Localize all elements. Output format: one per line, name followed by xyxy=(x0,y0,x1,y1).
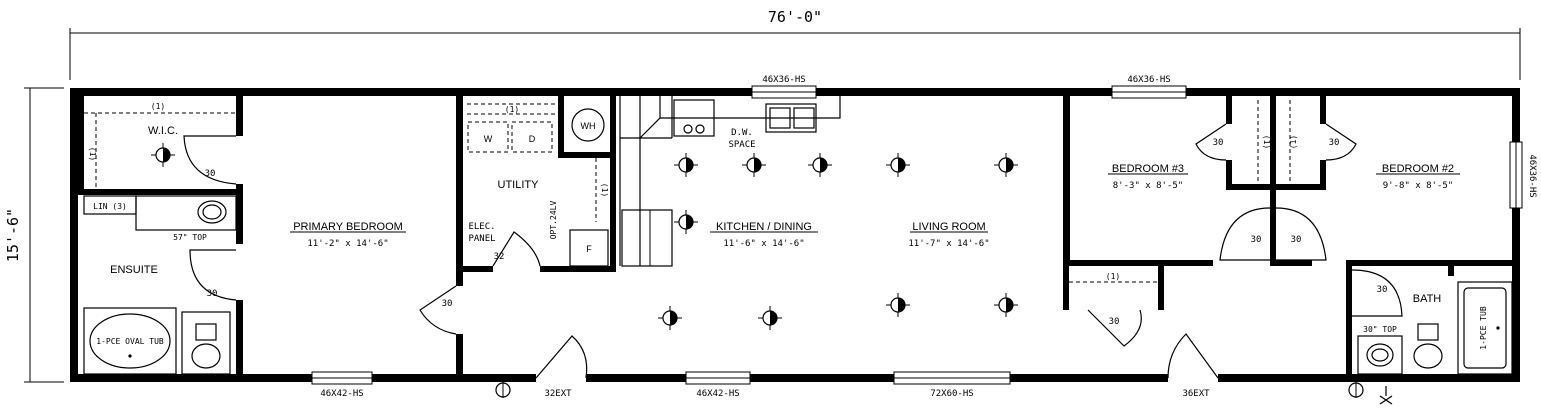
bedroom-3: BEDROOM #3 8'-3" x 8'-5" (1) 30 30 xyxy=(1108,100,1271,261)
window-label: 72X60-HS xyxy=(930,389,973,399)
door-label: 30 xyxy=(442,299,453,309)
elec-panel-label: ELEC. xyxy=(468,222,495,232)
shelf-label: (1) xyxy=(600,183,609,197)
door-swing-wic xyxy=(183,135,237,185)
ceiling-light-icon xyxy=(674,210,698,234)
kitchen-counters: D.W. SPACE xyxy=(619,96,841,267)
door-swing-bed3 xyxy=(1219,207,1271,261)
shelf-label: (1) xyxy=(151,102,165,111)
bath-tub-label: 1-PCE TUB xyxy=(1479,306,1488,350)
ceiling-light-icon xyxy=(758,306,782,330)
door-swing-bed2-closet xyxy=(1325,123,1357,161)
door-swing-primary xyxy=(419,285,457,335)
ceiling-light-icon xyxy=(886,293,910,317)
room-label-utility: UTILITY xyxy=(498,179,540,191)
door-label: 30 xyxy=(1213,138,1224,148)
door-swing-closet xyxy=(1087,309,1142,347)
door-label: 30 xyxy=(1291,235,1302,245)
length-label: 76'-0" xyxy=(768,8,822,26)
room-label-primary: PRIMARY BEDROOM xyxy=(293,221,403,233)
room-label-bath: BATH xyxy=(1413,293,1442,305)
bath: 30 BATH 1-PCE TUB 30" TOP xyxy=(1351,269,1513,375)
kitchen-dining: KITCHEN / DINING 11'-6" x 14'-6" xyxy=(710,221,818,249)
room-label-bedroom3: BEDROOM #3 xyxy=(1112,163,1184,175)
room-label-ensuite: ENSUITE xyxy=(110,264,158,276)
door-label: 30 xyxy=(1251,235,1262,245)
door-label: 30 xyxy=(1377,285,1388,295)
ceiling-light-icon xyxy=(674,153,698,177)
tub-label: 1-PCE OVAL TUB xyxy=(96,337,164,346)
hall-closet: (1) 30 xyxy=(1069,272,1158,347)
shelf-label: (1) xyxy=(1106,272,1120,281)
ceiling-light-icon xyxy=(994,153,1018,177)
shelf-label: (1) xyxy=(1289,135,1298,149)
furnace-label: F xyxy=(586,244,592,254)
sink-label: OPT.24LV xyxy=(549,201,558,240)
shelf-label: (1) xyxy=(505,105,519,114)
bath-vanity-label: 30" TOP xyxy=(1363,325,1397,334)
width-label: 15'-6" xyxy=(4,208,22,262)
bedroom-2: BEDROOM #2 9'-8" x 8'-5" (1) 30 30 xyxy=(1275,100,1460,261)
window-label: 46X36-HS xyxy=(762,75,805,85)
wic: (1) (1) W.I.C. 30 xyxy=(84,102,237,189)
door-swing-bath xyxy=(1351,269,1403,317)
door-label: 30 xyxy=(205,169,216,179)
door-label: 30 xyxy=(207,289,218,299)
primary-bedroom: PRIMARY BEDROOM 11'-2" x 14'-6" 30 xyxy=(290,221,457,335)
room-size-bedroom3: 8'-3" x 8'-5" xyxy=(1113,181,1183,191)
ceiling-light-icon xyxy=(742,153,766,177)
door-swing-utility xyxy=(492,231,541,267)
living-room: LIVING ROOM 11'-7" x 14'-6" xyxy=(908,221,989,249)
door-label: 32 xyxy=(494,252,505,262)
linen-label: LIN (3) xyxy=(93,202,127,211)
door-swing-bed2 xyxy=(1275,207,1327,261)
door-label: 30 xyxy=(1109,317,1120,327)
ceiling-lights xyxy=(151,143,1018,330)
shelf-label: (1) xyxy=(88,147,97,161)
elec-panel-label: PANEL xyxy=(468,234,495,244)
dryer-label: D xyxy=(529,134,536,144)
dimension-length: 76'-0" xyxy=(69,8,1521,80)
room-label-kitchen: KITCHEN / DINING xyxy=(716,221,812,233)
window-label: 46X36-HS xyxy=(1527,154,1537,197)
ceiling-light-icon xyxy=(994,293,1018,317)
door-swing-ensuite xyxy=(189,249,237,301)
ceiling-light-icon xyxy=(886,153,910,177)
dw-space-label: D.W. xyxy=(731,128,753,138)
ensuite: LIN (3) 57" TOP ENSUITE 1-PCE OVAL TUB 3… xyxy=(83,195,237,375)
door-label: 30 xyxy=(1329,138,1340,148)
ceiling-light-icon xyxy=(658,306,682,330)
vanity-label: 57" TOP xyxy=(173,233,207,242)
room-label-wic: W.I.C. xyxy=(148,125,178,137)
room-size-bedroom2: 9'-8" x 8'-5" xyxy=(1383,181,1453,191)
ceiling-light-icon xyxy=(808,153,832,177)
window-label: 46X42-HS xyxy=(320,389,363,399)
room-size-kitchen: 11'-6" x 14'-6" xyxy=(723,239,804,249)
window-label: 46X36-HS xyxy=(1127,75,1170,85)
washer-label: W xyxy=(484,134,493,144)
dw-space-label: SPACE xyxy=(728,140,755,150)
exterior-doors: 32EXT 36EXT xyxy=(535,333,1219,399)
room-size-living: 11'-7" x 14'-6" xyxy=(908,239,989,249)
utility: (1) W D WH UTILITY (1) OPT.24LV F ELEC. … xyxy=(467,103,609,267)
window-label: 46X42-HS xyxy=(696,389,739,399)
interior-walls xyxy=(78,96,1512,374)
dimension-width: 15'-6" xyxy=(4,87,64,383)
shelf-label: (1) xyxy=(1262,135,1271,149)
room-size-primary: 11'-2" x 14'-6" xyxy=(307,239,388,249)
windows: 46X36-HS 46X36-HS 46X36-HS 46X42-HS 46X4… xyxy=(311,75,1537,399)
door-label: 36EXT xyxy=(1182,389,1210,399)
door-label: 32EXT xyxy=(544,389,572,399)
ceiling-light-icon xyxy=(151,143,175,167)
room-label-bedroom2: BEDROOM #2 xyxy=(1382,163,1454,175)
door-swing-bed3-closet xyxy=(1195,123,1227,161)
exterior-symbols xyxy=(495,382,1393,405)
room-label-living: LIVING ROOM xyxy=(912,221,985,233)
water-heater-label: WH xyxy=(581,121,596,131)
